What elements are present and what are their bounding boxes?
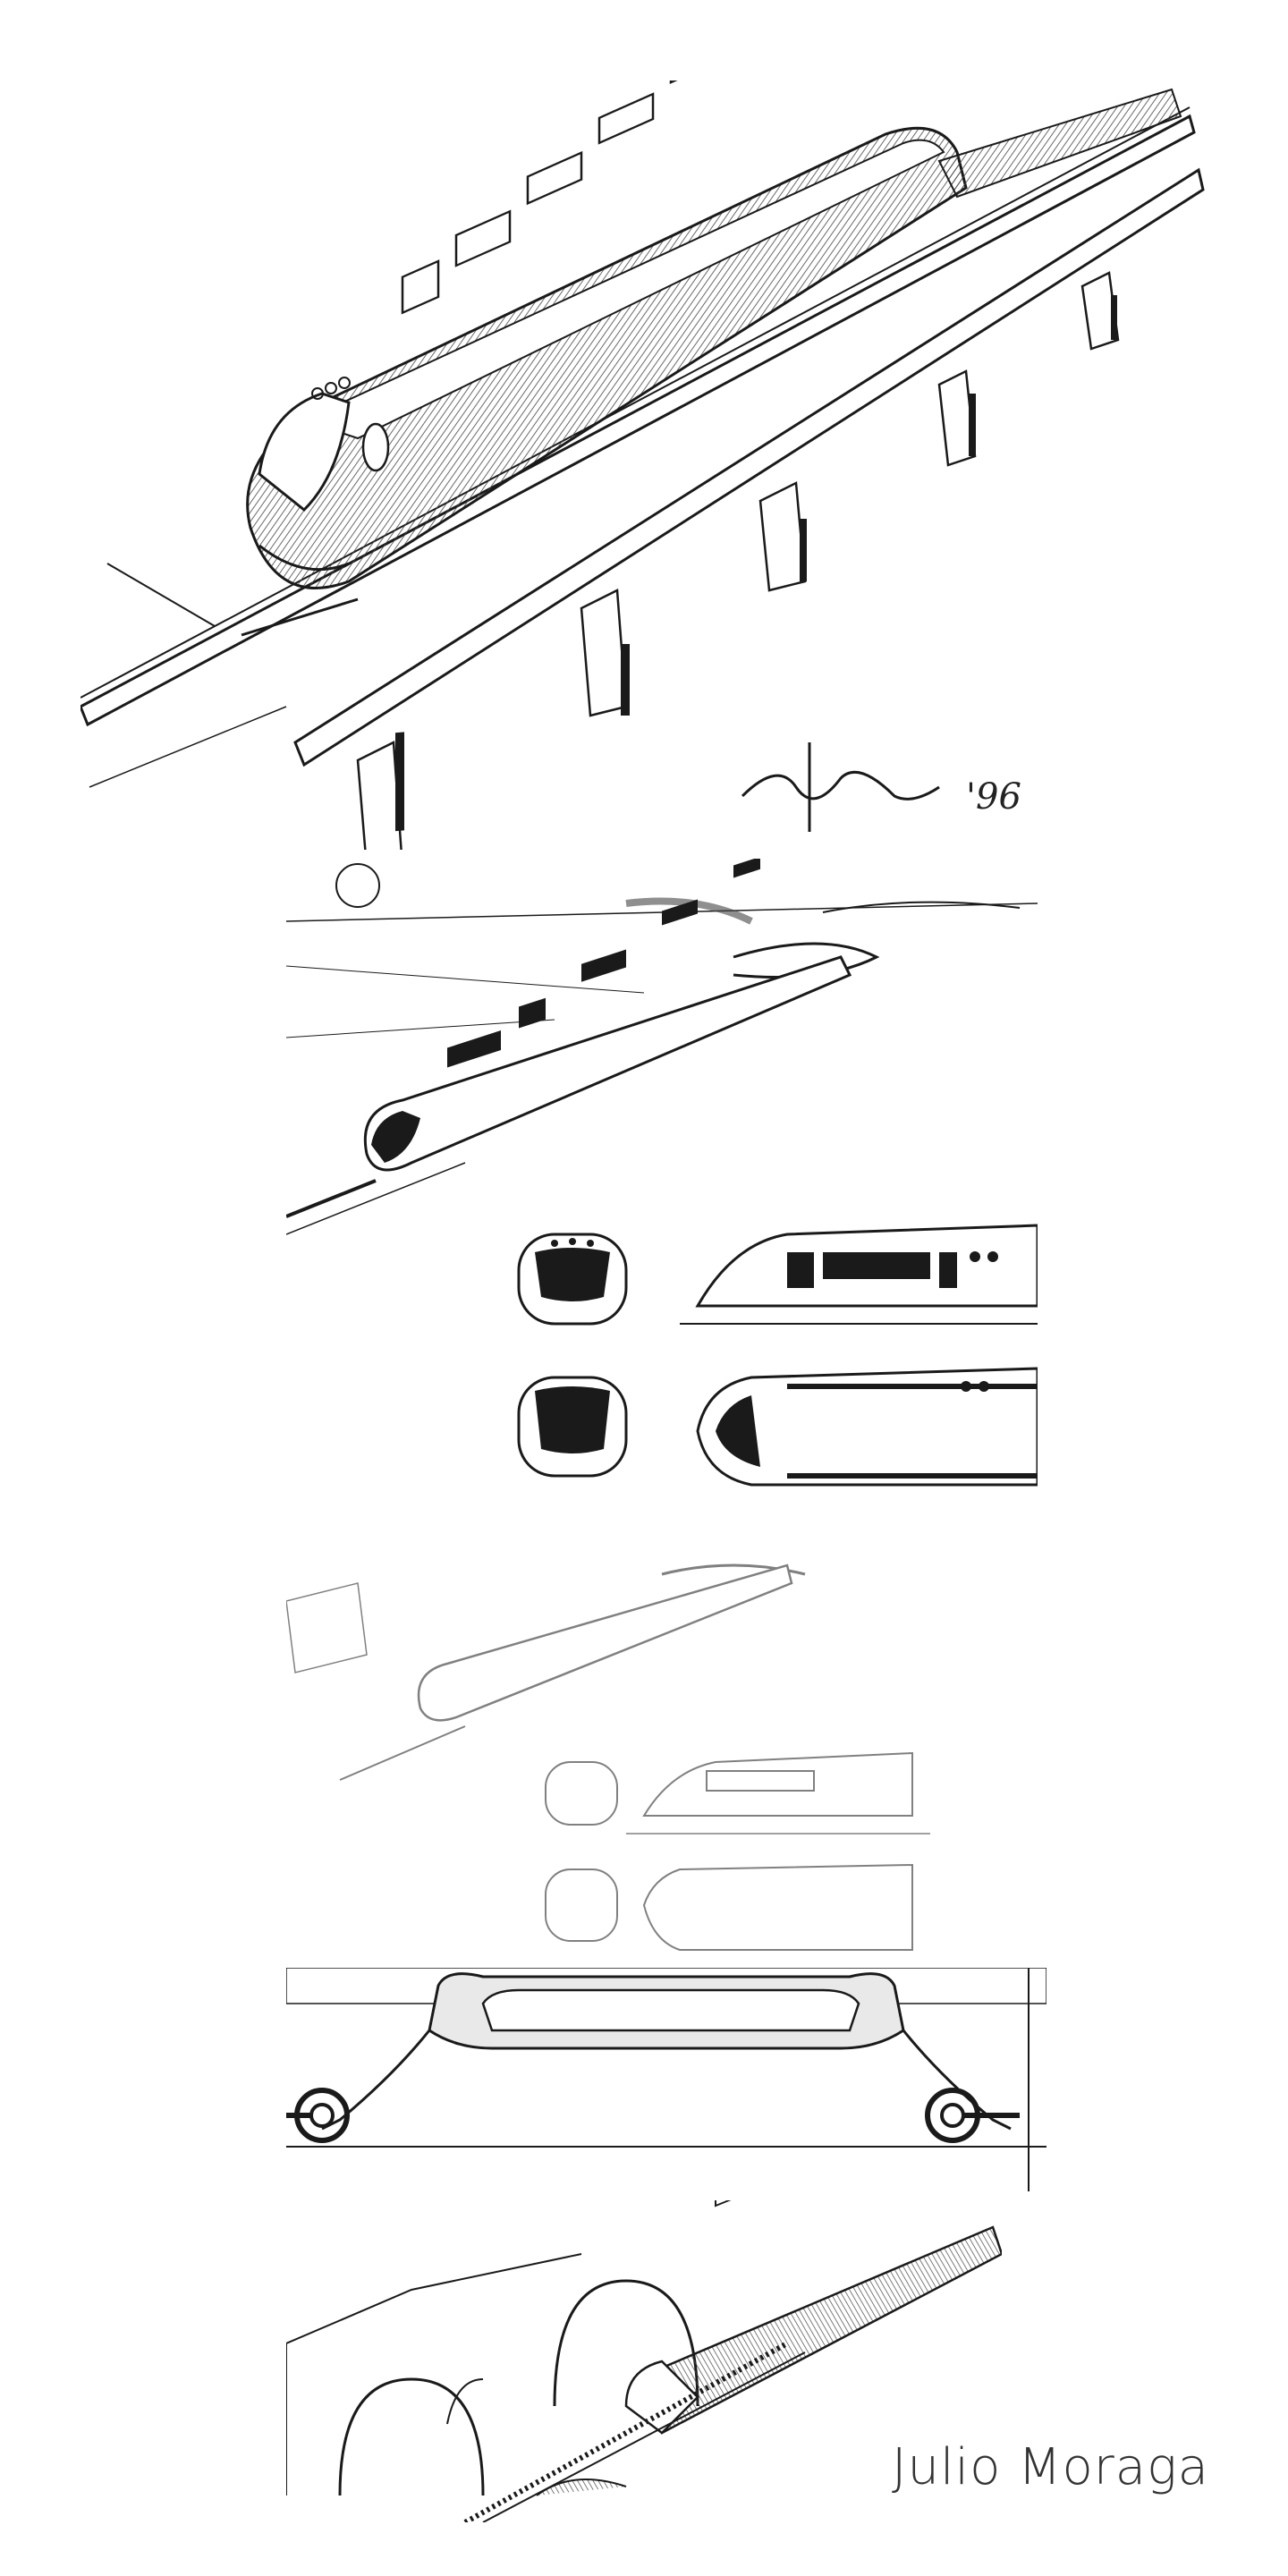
monorail-faded-repeat-views — [286, 1547, 966, 1959]
monorail-faded-drawing — [286, 1563, 930, 1951]
author-name: Julio Moraga — [891, 2438, 1209, 2496]
signature-mark — [741, 770, 940, 801]
monorail-views-drawing — [286, 859, 1038, 1487]
elevated-monorail-perspective — [80, 80, 1225, 850]
monorail-perspective-drawing — [80, 80, 1205, 850]
track-cross-section — [286, 1968, 1046, 2191]
monorail-landscape-and-orthographic-views — [286, 859, 1038, 1538]
tunnel-station-perspective — [286, 2200, 1002, 2522]
cross-section-drawing — [286, 1968, 1046, 2191]
signature-date: '96 — [966, 776, 1021, 818]
tunnel-drawing — [286, 2200, 1002, 2522]
